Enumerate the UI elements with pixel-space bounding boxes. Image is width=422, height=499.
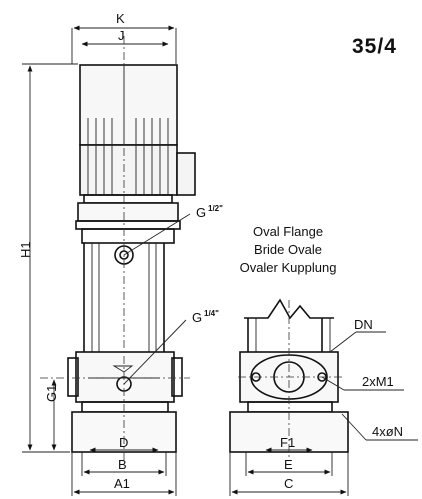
port-main-base: G: [196, 205, 206, 220]
callout-dn: DN: [354, 317, 373, 332]
dim-d-label: D: [119, 435, 128, 450]
dim-k-label: K: [116, 11, 125, 26]
front-view: [40, 36, 196, 460]
port-drain-leader: [123, 319, 187, 385]
dim-h1-label: H1: [18, 241, 33, 258]
dim-a1-label: A1: [114, 476, 130, 491]
port-drain-base: G: [192, 310, 202, 325]
flange-note-de: Ovaler Kupplung: [240, 260, 337, 275]
port-main-size: 1/2": [208, 204, 223, 213]
dim-f1-label: F1: [280, 435, 295, 450]
dim-b-label: B: [118, 457, 127, 472]
page-title: 35/4: [352, 35, 397, 58]
flange-note-fr: Bride Ovale: [254, 242, 322, 257]
dim-g1-label: G1: [44, 385, 59, 402]
port-main-leader: [123, 213, 191, 256]
coupling: [77, 202, 179, 222]
terminal-box: [176, 152, 196, 196]
port-drain-size: 1/4": [204, 309, 219, 318]
pump-head: [81, 228, 175, 244]
break-line: [244, 298, 334, 320]
callout-holes: 4xøN: [372, 424, 403, 439]
motor-cap: [79, 64, 178, 146]
side-view: [229, 298, 349, 460]
motor-fins: [87, 118, 169, 195]
motor-body: [79, 144, 178, 196]
flange-note-en: Oval Flange: [253, 224, 323, 239]
dim-c-label: C: [284, 476, 293, 491]
dim-e-label: E: [284, 457, 293, 472]
dim-j-label: J: [118, 28, 125, 43]
callout-bolts: 2xM1: [362, 374, 394, 389]
